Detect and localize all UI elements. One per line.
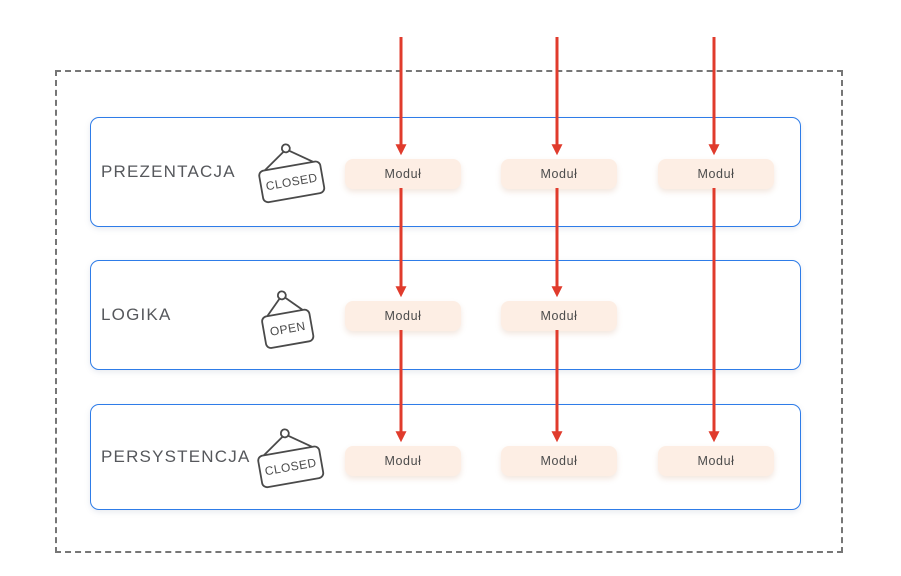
layer-persystencja: PERSYSTENCJA CLOSED Moduł Moduł Moduł — [90, 404, 801, 510]
layer-label: PREZENTACJA — [101, 162, 236, 181]
module: Moduł — [501, 159, 617, 189]
module: Moduł — [501, 446, 617, 476]
module: Moduł — [345, 159, 461, 189]
module: Moduł — [345, 301, 461, 331]
open-sign-icon: OPEN — [261, 290, 315, 349]
closed-sign-icon: CLOSED — [258, 143, 326, 204]
layer-label: PERSYSTENCJA — [101, 447, 251, 466]
sign-text: OPEN — [269, 319, 307, 339]
system-boundary-dashed-box — [55, 70, 843, 553]
module: Moduł — [658, 159, 774, 189]
module: Moduł — [658, 446, 774, 476]
module: Moduł — [501, 301, 617, 331]
layer-prezentacja: PREZENTACJA CLOSED Moduł Moduł Moduł — [90, 117, 801, 227]
layer-logika: LOGIKA OPEN Moduł Moduł — [90, 260, 801, 370]
closed-sign-icon: CLOSED — [257, 428, 325, 489]
module: Moduł — [345, 446, 461, 476]
layer-label: LOGIKA — [101, 305, 172, 324]
